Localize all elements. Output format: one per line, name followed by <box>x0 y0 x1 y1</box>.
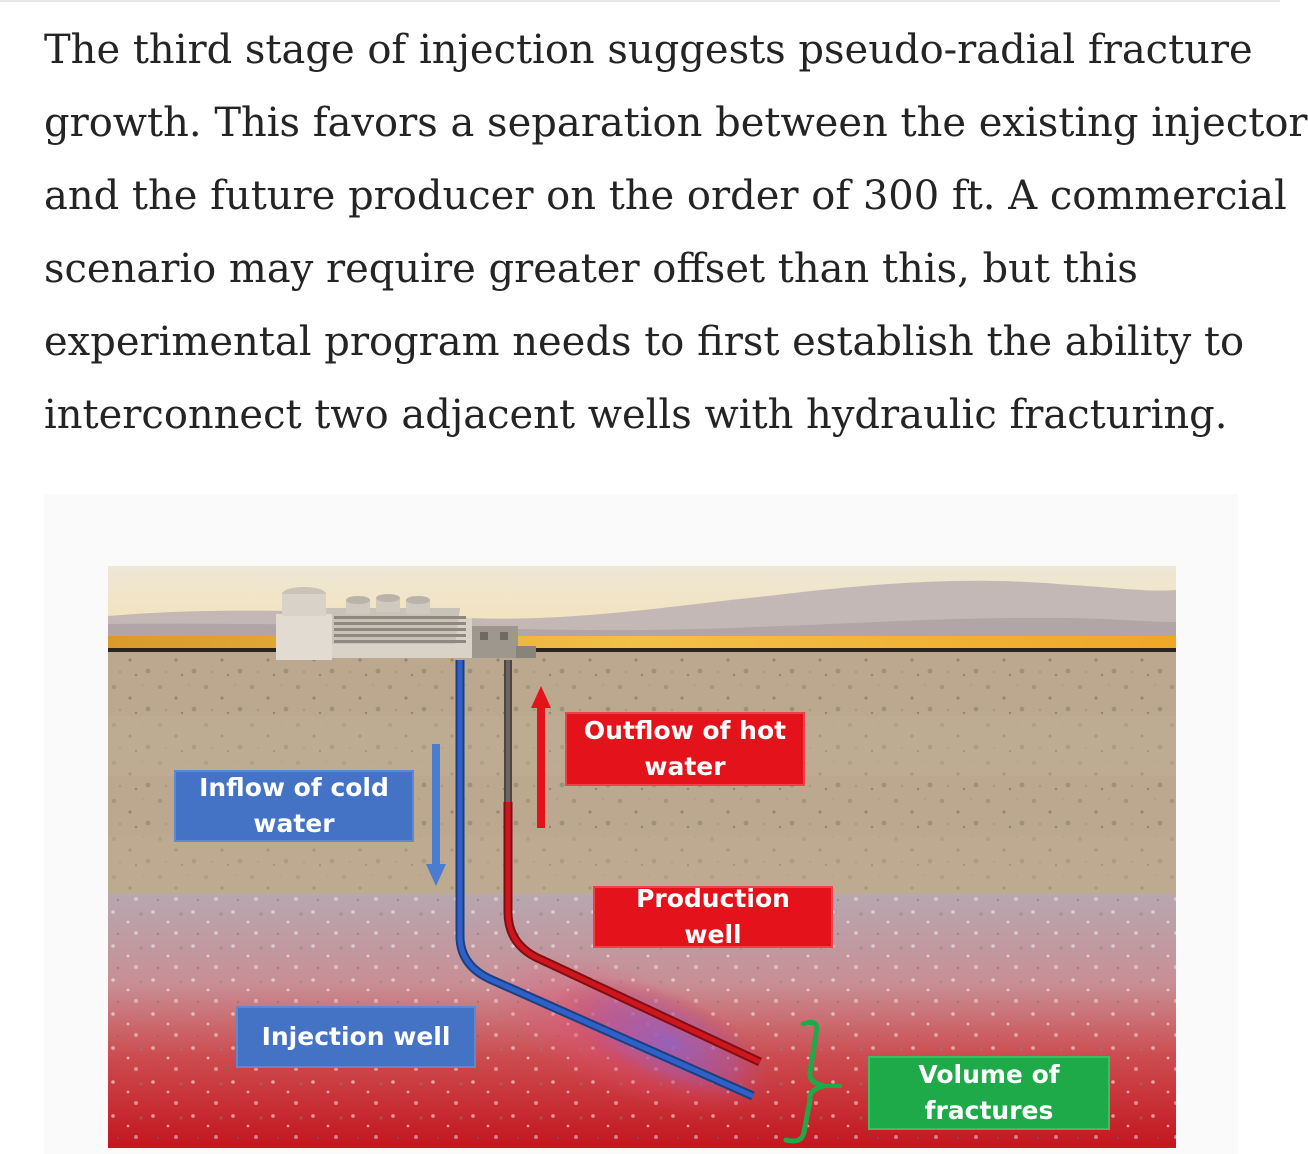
fractures-label-line2: fractures <box>924 1096 1054 1125</box>
outflow-label-line1: Outflow of hot <box>583 716 787 745</box>
inflow-label-line2: water <box>253 809 335 838</box>
paragraph-line: The third stage of injection suggests ps… <box>44 27 1253 73</box>
inflow-label: Inflow of cold water <box>174 770 414 842</box>
injection-well-text: Injection well <box>261 1022 451 1051</box>
geothermal-diagram[interactable]: Inflow of cold water Outflow of hot wate… <box>108 566 1176 1148</box>
injection-well-label: Injection well <box>236 1006 476 1068</box>
production-well-text: Production well <box>636 884 790 949</box>
outflow-label-line2: water <box>644 752 726 781</box>
outflow-label: Outflow of hot water <box>565 712 805 786</box>
fractures-label: Volume of fractures <box>868 1056 1110 1130</box>
production-well-label: Production well <box>593 884 833 949</box>
paragraph-line: growth. This favors a separation between… <box>44 100 1308 146</box>
paragraph-line: scenario may require greater offset than… <box>44 246 1138 292</box>
fractures-label-line1: Volume of <box>918 1060 1060 1089</box>
paragraph-line: interconnect two adjacent wells with hyd… <box>44 392 1228 438</box>
paragraph-line: experimental program needs to first esta… <box>44 319 1245 365</box>
inflow-label-line1: Inflow of cold <box>199 773 389 802</box>
paragraph-line: and the future producer on the order of … <box>44 173 1287 219</box>
top-divider <box>0 0 1280 2</box>
article-paragraph: The third stage of injection suggests ps… <box>44 14 1308 452</box>
